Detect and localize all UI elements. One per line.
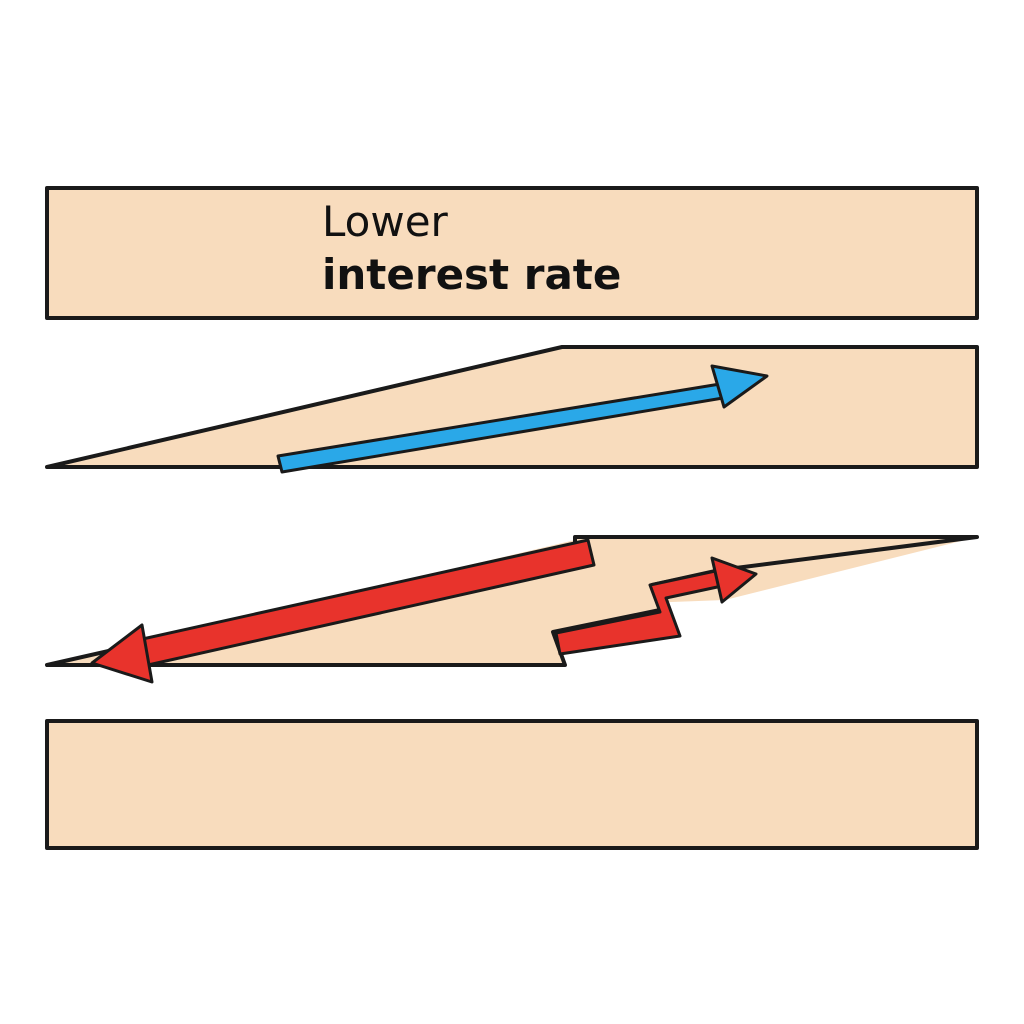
blue-up-arrow-head (710, 364, 769, 409)
top-band (45, 186, 979, 320)
label-lower: Lower (322, 197, 449, 246)
label-interest-rate: interest rate (322, 250, 621, 299)
bottom-band (45, 719, 979, 850)
red-down-arrow-head (90, 623, 154, 684)
red-zigzag-arrow (554, 556, 758, 656)
red-zigzag-arrow-head (710, 556, 758, 604)
rising-wedge-band (45, 345, 979, 469)
red-down-arrow (90, 538, 596, 684)
blue-up-arrow (276, 364, 769, 474)
